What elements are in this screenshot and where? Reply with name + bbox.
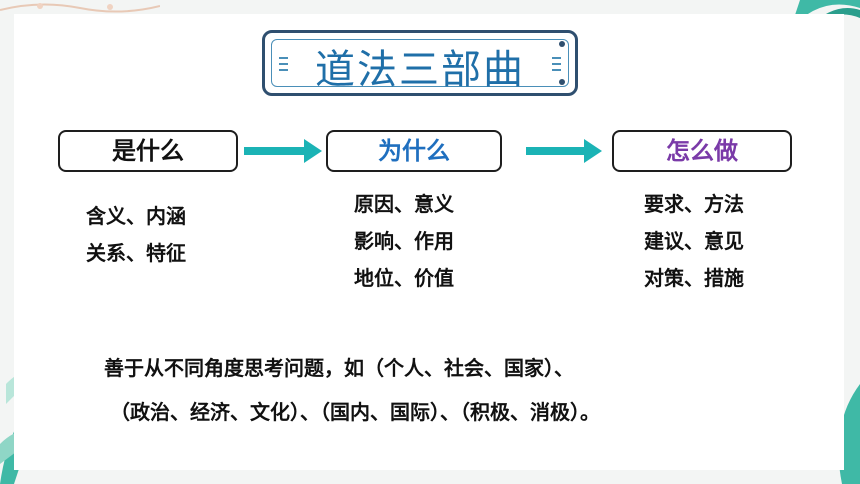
title-tick (552, 57, 561, 59)
step-why-list: 原因、意义 影响、作用 地位、价值 (354, 186, 454, 297)
step-how-list: 要求、方法 建议、意见 对策、措施 (644, 186, 744, 297)
arrow-icon (526, 139, 604, 163)
list-item: 关系、特征 (86, 241, 186, 265)
title-tick (552, 69, 561, 71)
list-item: 原因、意义 (354, 192, 454, 216)
title-tick (279, 69, 288, 71)
title-corner-dot (559, 79, 565, 85)
title-tick (279, 57, 288, 59)
note-line-2: （政治、经济、文化）、（国内、国际）、（积极、消极）。 (110, 400, 600, 424)
title-badge: 道法三部曲 (262, 30, 578, 96)
title-tick (279, 63, 288, 65)
title-tick (552, 63, 561, 65)
page-title: 道法三部曲 (315, 47, 525, 93)
list-item: 影响、作用 (354, 229, 454, 253)
step-box-why: 为什么 (326, 130, 502, 172)
title-inner-frame (271, 39, 569, 87)
note-line-1: 善于从不同角度思考问题，如（个人、社会、国家）、 (104, 356, 574, 380)
list-item: 对策、措施 (644, 266, 744, 290)
arrow-icon (244, 139, 324, 163)
step-box-how: 怎么做 (612, 130, 792, 172)
step-what-list: 含义、内涵 关系、特征 (86, 198, 186, 272)
title-corner-dot (559, 41, 565, 47)
list-item: 地位、价值 (354, 266, 454, 290)
list-item: 含义、内涵 (86, 204, 186, 228)
list-item: 要求、方法 (644, 192, 744, 216)
list-item: 建议、意见 (644, 229, 744, 253)
step-box-what: 是什么 (58, 130, 238, 172)
